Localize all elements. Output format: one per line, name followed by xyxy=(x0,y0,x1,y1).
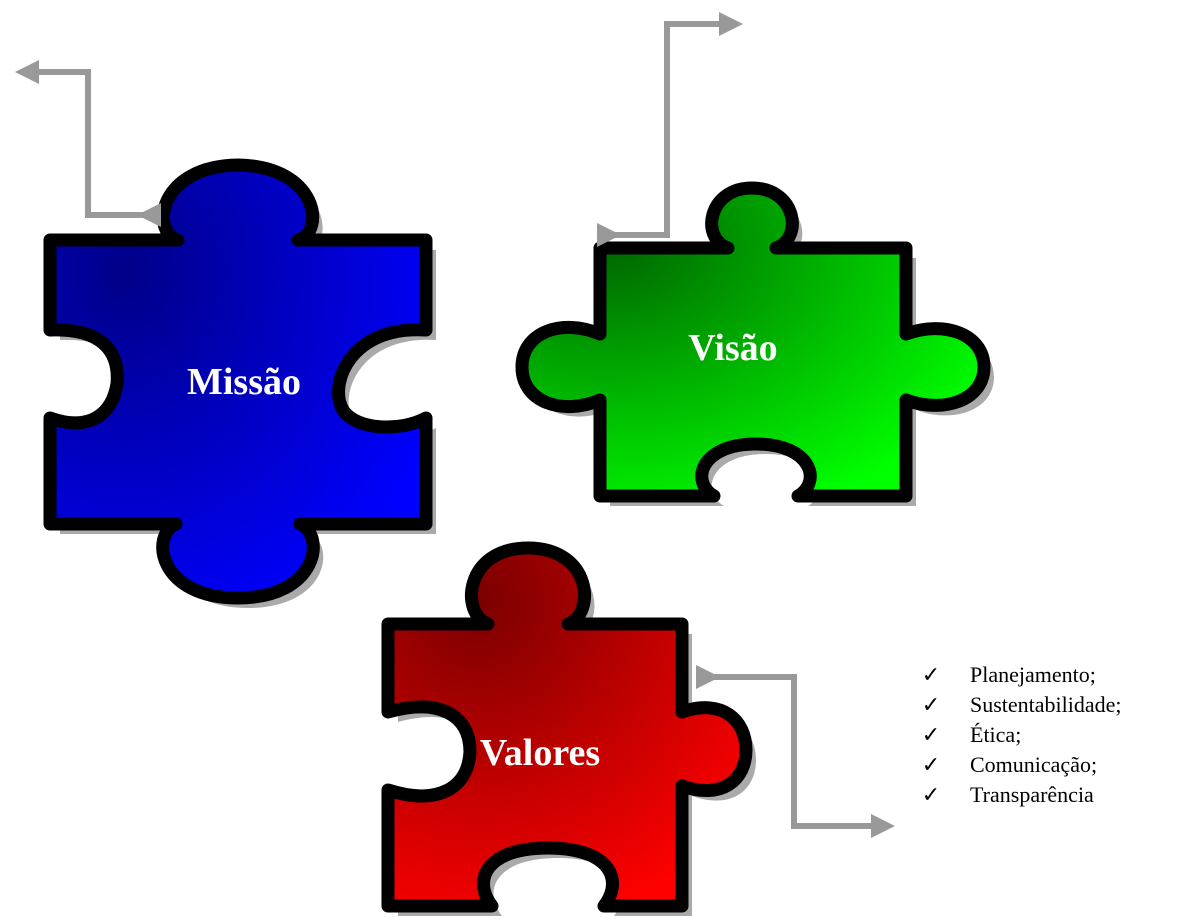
missao-piece: Missão xyxy=(43,158,436,608)
list-item-label: Ética; xyxy=(970,722,1022,747)
valores-label: Valores xyxy=(480,732,600,774)
missao-piece-body xyxy=(43,158,433,605)
check-icon: ✓ xyxy=(921,722,941,747)
valores-piece-body xyxy=(381,541,753,913)
list-item-label: Transparência xyxy=(970,782,1094,807)
list-item: ✓ Planejamento; xyxy=(920,660,1122,690)
visao-label: Visão xyxy=(688,327,777,369)
list-item: ✓ Ética; xyxy=(920,720,1122,750)
valores-connector-arrow xyxy=(696,665,895,838)
check-icon: ✓ xyxy=(921,662,941,687)
list-item-label: Comunicação; xyxy=(970,752,1098,777)
check-icon: ✓ xyxy=(921,692,941,717)
list-item-label: Sustentabilidade; xyxy=(970,692,1122,717)
values-list: ✓ Planejamento; ✓ Sustentabilidade; ✓ Ét… xyxy=(920,660,1122,810)
list-item-label: Planejamento; xyxy=(970,662,1096,687)
missao-label: Missão xyxy=(187,361,301,403)
list-item: ✓ Comunicação; xyxy=(920,750,1122,780)
check-icon: ✓ xyxy=(921,782,941,807)
valores-piece: Valores xyxy=(381,541,756,916)
list-item: ✓ Transparência xyxy=(920,780,1122,810)
list-item: ✓ Sustentabilidade; xyxy=(920,690,1122,720)
visao-piece: Visão xyxy=(515,181,994,506)
visao-piece-body xyxy=(515,181,991,503)
visao-connector-arrow xyxy=(597,12,743,247)
check-icon: ✓ xyxy=(921,752,941,777)
missao-connector-arrow xyxy=(15,60,161,227)
